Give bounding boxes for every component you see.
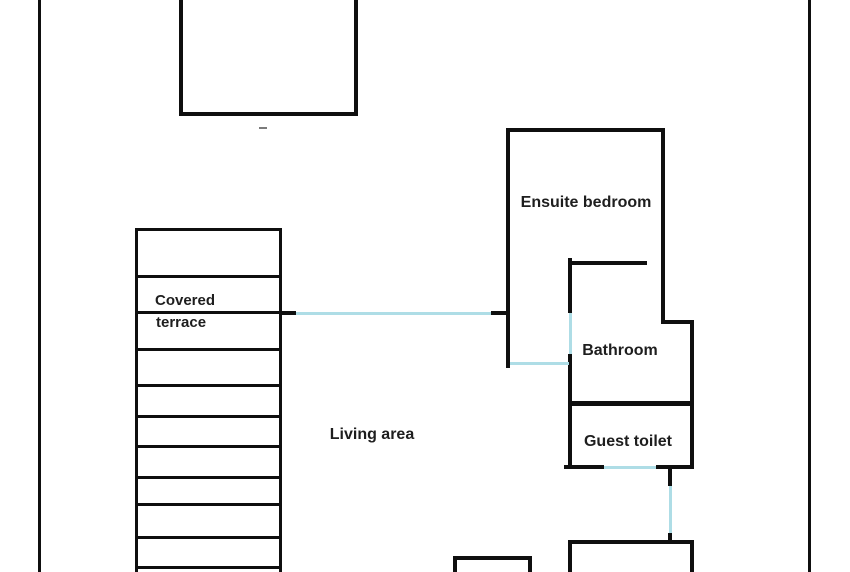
corridor-wall-upper <box>668 469 672 486</box>
guest-toilet-wall-left <box>568 401 572 469</box>
bathroom-wall-left-lower <box>568 354 572 405</box>
terrace-stripe <box>137 566 280 569</box>
ensuite-wall-left <box>506 128 510 368</box>
plot-border-right <box>808 0 811 572</box>
bathroom-label: Bathroom <box>582 342 658 359</box>
terrace-stripe <box>137 348 280 351</box>
guest-toilet-wall-right <box>690 401 694 469</box>
covered-terrace-label-line2: terrace <box>156 314 207 331</box>
bathroom-left-opening <box>569 313 572 354</box>
ensuite-bedroom-label: Ensuite bedroom <box>520 194 652 211</box>
guest-toilet-wall-top <box>568 401 694 406</box>
covered-terrace-room <box>135 228 282 572</box>
guest-toilet-label: Guest toilet <box>583 433 672 450</box>
living-area-label: Living area <box>329 426 415 443</box>
guest-toilet-wall-bottom-right <box>656 465 694 469</box>
pool-label: Pool <box>179 0 358 2</box>
bathroom-wall-top <box>569 261 647 265</box>
terrace-stripe <box>137 536 280 539</box>
ensuite-wall-top <box>507 128 665 132</box>
terrace-opening <box>296 312 492 315</box>
corridor-opening <box>669 486 672 533</box>
bottom-left-room-wall-right <box>528 556 532 572</box>
bottom-left-room-wall-top <box>453 556 532 560</box>
opening-end-tick <box>491 311 507 315</box>
corridor-wall-lower <box>668 533 672 544</box>
covered-terrace-label-line1: Covered <box>155 292 216 309</box>
bottom-left-room-wall-left <box>453 556 457 572</box>
bottom-room-wall-left <box>568 540 572 572</box>
terrace-stripe <box>137 275 280 278</box>
bottom-room-wall-right <box>690 540 694 572</box>
plot-border-left <box>38 0 41 572</box>
terrace-stripe <box>137 311 280 314</box>
bathroom-step-wall <box>661 320 694 324</box>
guest-toilet-wall-bottom-left <box>564 465 604 469</box>
terrace-stripe <box>137 384 280 387</box>
terrace-stripe <box>137 415 280 418</box>
terrace-stripe <box>137 503 280 506</box>
terrace-stripe <box>137 445 280 448</box>
bathroom-wall-left-upper <box>568 258 572 313</box>
terrace-stripe <box>137 476 280 479</box>
opening-end-tick <box>279 311 296 315</box>
bathroom-wall-right <box>690 320 694 405</box>
bottom-room-wall-top <box>568 540 694 544</box>
ensuite-bottom-opening <box>510 362 569 365</box>
guest-toilet-door-opening <box>604 466 656 469</box>
pool-room <box>179 0 358 116</box>
stray-pen-mark <box>259 127 267 129</box>
ensuite-wall-right <box>661 128 665 324</box>
